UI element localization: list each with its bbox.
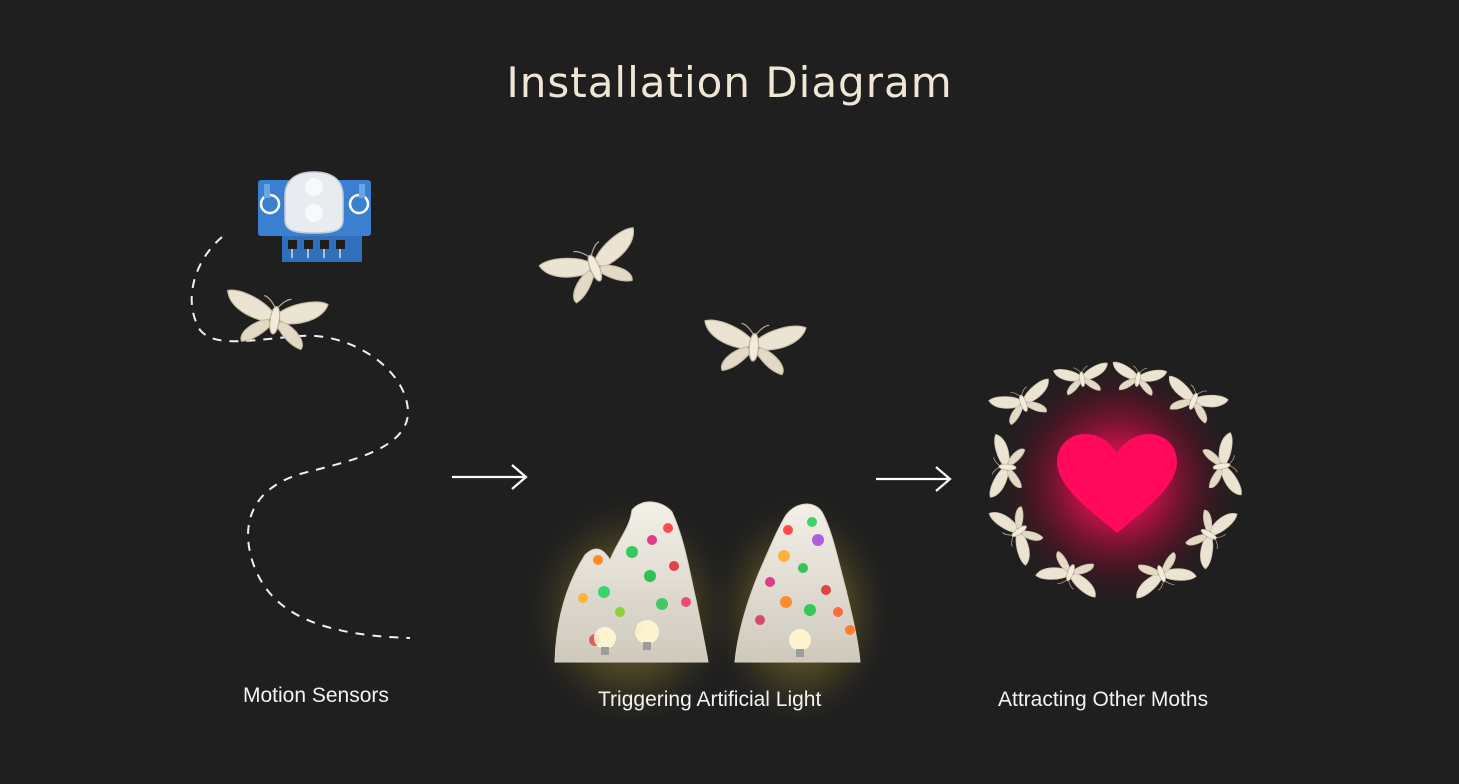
moth-icon [702,320,806,376]
arrow-right-icon [452,465,526,489]
step-label-motion-sensors: Motion Sensors [243,684,389,708]
step-label-attracting-moths: Attracting Other Moths [998,688,1208,712]
moth-icon [221,289,328,352]
moth-icon [539,227,651,311]
step-label-artificial-light: Triggering Artificial Light [598,688,821,712]
motion-sensor-icon [258,172,371,262]
arrow-right-icon [876,467,950,491]
light-sculpture-icon [520,480,895,720]
moth-flight-path [192,237,410,638]
